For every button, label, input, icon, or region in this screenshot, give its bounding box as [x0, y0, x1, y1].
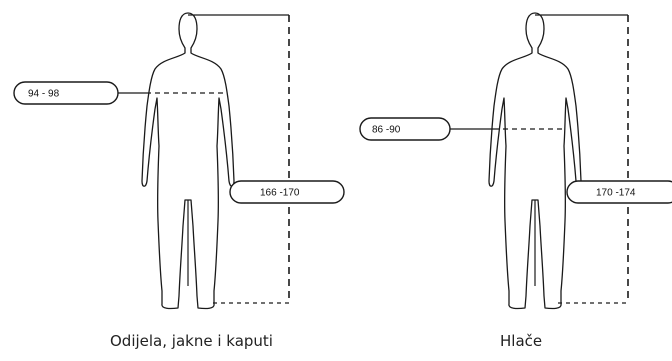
- left-caption: Odijela, jakne i kaputi: [110, 332, 273, 350]
- right-caption: Hlače: [500, 332, 542, 350]
- left-chest-pill: 94 - 98: [14, 82, 118, 104]
- left-height-measurement-label: 166 -170: [260, 188, 300, 199]
- chest-measurement-label: 94 - 98: [28, 89, 60, 100]
- right-waist-pill: 86 -90: [360, 118, 450, 140]
- waist-measurement-label: 86 -90: [372, 125, 401, 136]
- right-figure: [489, 13, 581, 309]
- right-height-pill: 170 -174: [567, 181, 672, 203]
- left-height-pill: 166 -170: [230, 181, 344, 203]
- right-height-measurement-label: 170 -174: [596, 188, 636, 199]
- left-figure: [142, 13, 234, 309]
